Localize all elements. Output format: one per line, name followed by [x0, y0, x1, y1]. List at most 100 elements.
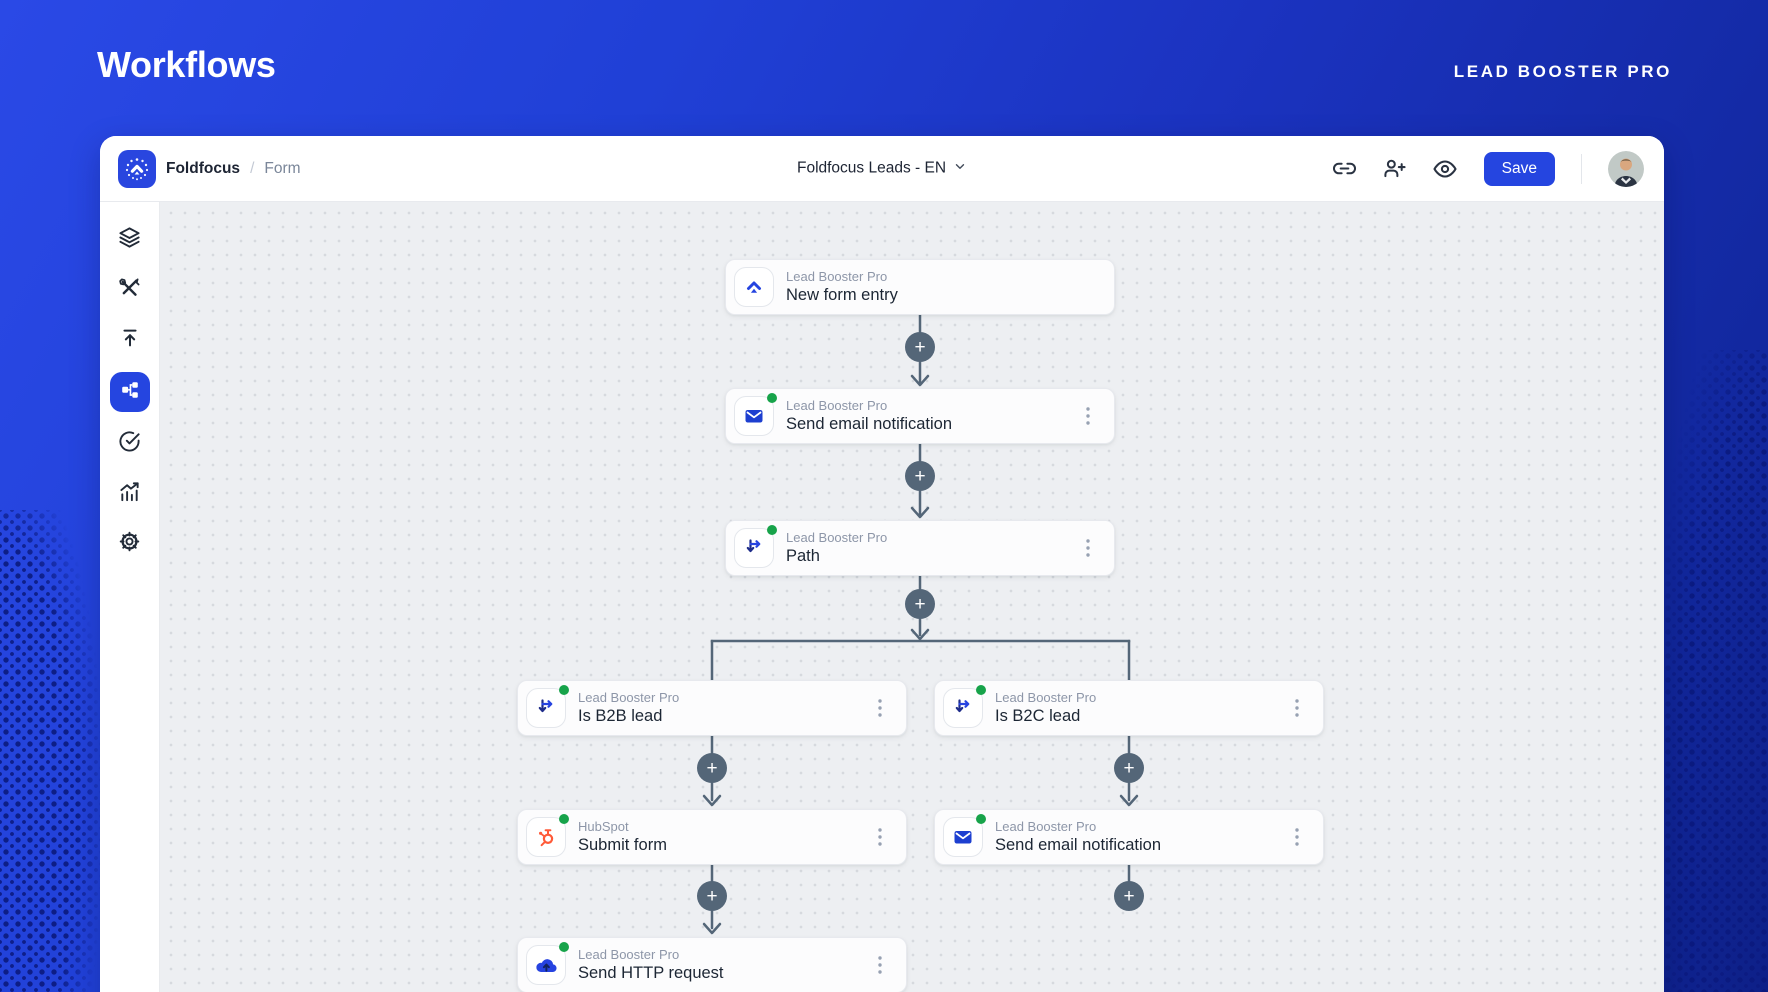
node-title: Send email notification	[995, 836, 1162, 854]
layers-icon	[118, 226, 141, 254]
add-step-button[interactable]: +	[1114, 753, 1144, 783]
node-app-label: Lead Booster Pro	[995, 819, 1097, 834]
workflow-node-is-b2c-lead[interactable]: Lead Booster Pro Is B2C lead	[934, 680, 1324, 736]
analytics-icon	[118, 480, 141, 508]
sidebar	[100, 202, 160, 992]
page-title: Workflows	[97, 44, 276, 85]
sidebar-item-publish[interactable]	[112, 322, 148, 358]
email-icon	[943, 814, 986, 857]
http-request-icon	[526, 942, 569, 985]
sidebar-item-workflows[interactable]	[109, 372, 150, 412]
preview-eye-icon[interactable]	[1432, 156, 1458, 182]
status-dot	[559, 685, 569, 695]
card-body: + + + + + + + Lead Booster Pro	[100, 202, 1664, 992]
workflow-icon	[119, 379, 141, 406]
status-dot	[767, 393, 777, 403]
workflow-canvas: + + + + + + + Lead Booster Pro	[160, 202, 1664, 992]
tools-icon	[118, 276, 141, 304]
node-text: Lead Booster Pro Is B2B lead	[578, 690, 679, 726]
node-title: Is B2C lead	[995, 707, 1081, 725]
workflow-node-path[interactable]: Lead Booster Pro Path	[725, 520, 1115, 576]
foldfocus-logo-icon[interactable]	[118, 149, 156, 188]
email-icon	[734, 393, 777, 436]
breadcrumb-section: Form	[264, 159, 301, 177]
status-dot	[976, 685, 986, 695]
node-menu-button[interactable]	[870, 823, 890, 851]
sidebar-item-checks[interactable]	[112, 426, 148, 462]
add-step-button[interactable]: +	[697, 753, 727, 783]
sidebar-item-layers[interactable]	[112, 222, 148, 258]
node-app-label: Lead Booster Pro	[786, 530, 888, 545]
workflow-node-send-email[interactable]: Lead Booster Pro Send email notification	[725, 388, 1115, 444]
workflow-selector-label: Foldfocus Leads - EN	[796, 159, 947, 177]
node-menu-button[interactable]	[870, 951, 890, 979]
node-title: Send HTTP request	[578, 964, 724, 982]
node-title: New form entry	[786, 286, 898, 304]
breadcrumb: Foldfocus / Form	[166, 160, 301, 178]
form-entry-icon	[734, 267, 774, 307]
node-menu-button[interactable]	[870, 694, 890, 722]
hubspot-icon	[526, 814, 569, 857]
add-step-button[interactable]: +	[697, 881, 727, 911]
copy-link-icon[interactable]	[1332, 156, 1358, 182]
node-text: Lead Booster Pro Send HTTP request	[578, 947, 724, 983]
settings-gear-icon	[118, 530, 141, 558]
add-step-button[interactable]: +	[905, 589, 935, 619]
add-step-button[interactable]: +	[1114, 881, 1144, 911]
node-title: Path	[786, 547, 820, 565]
node-menu-button[interactable]	[1287, 823, 1307, 851]
workflow-node-send-email-b2c[interactable]: Lead Booster Pro Send email notification	[934, 809, 1324, 865]
node-app-label: HubSpot	[578, 819, 629, 834]
node-menu-button[interactable]	[1078, 402, 1098, 430]
save-button[interactable]: Save	[1483, 151, 1555, 186]
breadcrumb-app[interactable]: Foldfocus	[166, 159, 241, 177]
node-title: Is B2B lead	[578, 707, 663, 725]
breadcrumb-separator: /	[250, 159, 255, 177]
node-text: Lead Booster Pro Path	[786, 530, 887, 566]
workflow-node-is-b2b-lead[interactable]: Lead Booster Pro Is B2B lead	[517, 680, 907, 736]
add-step-button[interactable]: +	[905, 332, 935, 362]
node-app-label: Lead Booster Pro	[786, 398, 888, 413]
page-header: Workflows LEAD BOOSTER PRO	[0, 0, 1768, 136]
check-circle-icon	[118, 430, 141, 458]
node-app-label: Lead Booster Pro	[995, 690, 1097, 705]
status-dot	[559, 942, 569, 952]
sidebar-item-design-tools[interactable]	[112, 272, 148, 308]
brand-label: LEAD BOOSTER PRO	[1453, 62, 1672, 81]
toolbar: Foldfocus / Form Foldfocus Leads - EN	[100, 136, 1664, 202]
node-text: Lead Booster Pro Send email notification	[786, 398, 952, 434]
invite-user-icon[interactable]	[1382, 156, 1408, 182]
toolbar-actions: Save	[1332, 150, 1644, 187]
node-title: Submit form	[578, 836, 667, 854]
halftone-pattern-right	[1662, 350, 1768, 992]
status-dot	[976, 814, 986, 824]
sidebar-item-analytics[interactable]	[112, 476, 148, 512]
branch-icon	[526, 685, 569, 728]
publish-icon	[119, 327, 141, 354]
status-dot	[767, 525, 777, 535]
node-menu-button[interactable]	[1287, 694, 1307, 722]
node-text: HubSpot Submit form	[578, 819, 667, 855]
branch-icon	[734, 525, 777, 568]
branch-icon	[943, 685, 986, 728]
node-app-label: Lead Booster Pro	[578, 947, 680, 962]
node-text: Lead Booster Pro Send email notification	[995, 819, 1161, 855]
app-card: Foldfocus / Form Foldfocus Leads - EN	[100, 136, 1664, 992]
node-menu-button[interactable]	[1078, 534, 1098, 562]
chevron-down-icon	[953, 159, 967, 178]
user-avatar[interactable]	[1608, 150, 1644, 187]
node-app-label: Lead Booster Pro	[786, 269, 888, 284]
workflow-node-new-form-entry[interactable]: Lead Booster Pro New form entry	[725, 259, 1115, 315]
add-step-button[interactable]: +	[905, 461, 935, 491]
sidebar-item-settings[interactable]	[112, 526, 148, 562]
workflow-selector[interactable]: Foldfocus Leads - EN	[797, 159, 967, 178]
node-title: Send email notification	[786, 415, 953, 433]
node-text: Lead Booster Pro New form entry	[786, 269, 898, 305]
status-dot	[559, 814, 569, 824]
workflow-node-send-http-request[interactable]: Lead Booster Pro Send HTTP request	[517, 937, 907, 992]
node-text: Lead Booster Pro Is B2C lead	[995, 690, 1096, 726]
workflow-node-hubspot-submit-form[interactable]: HubSpot Submit form	[517, 809, 907, 865]
halftone-pattern-left	[0, 510, 102, 992]
toolbar-divider	[1581, 153, 1582, 184]
